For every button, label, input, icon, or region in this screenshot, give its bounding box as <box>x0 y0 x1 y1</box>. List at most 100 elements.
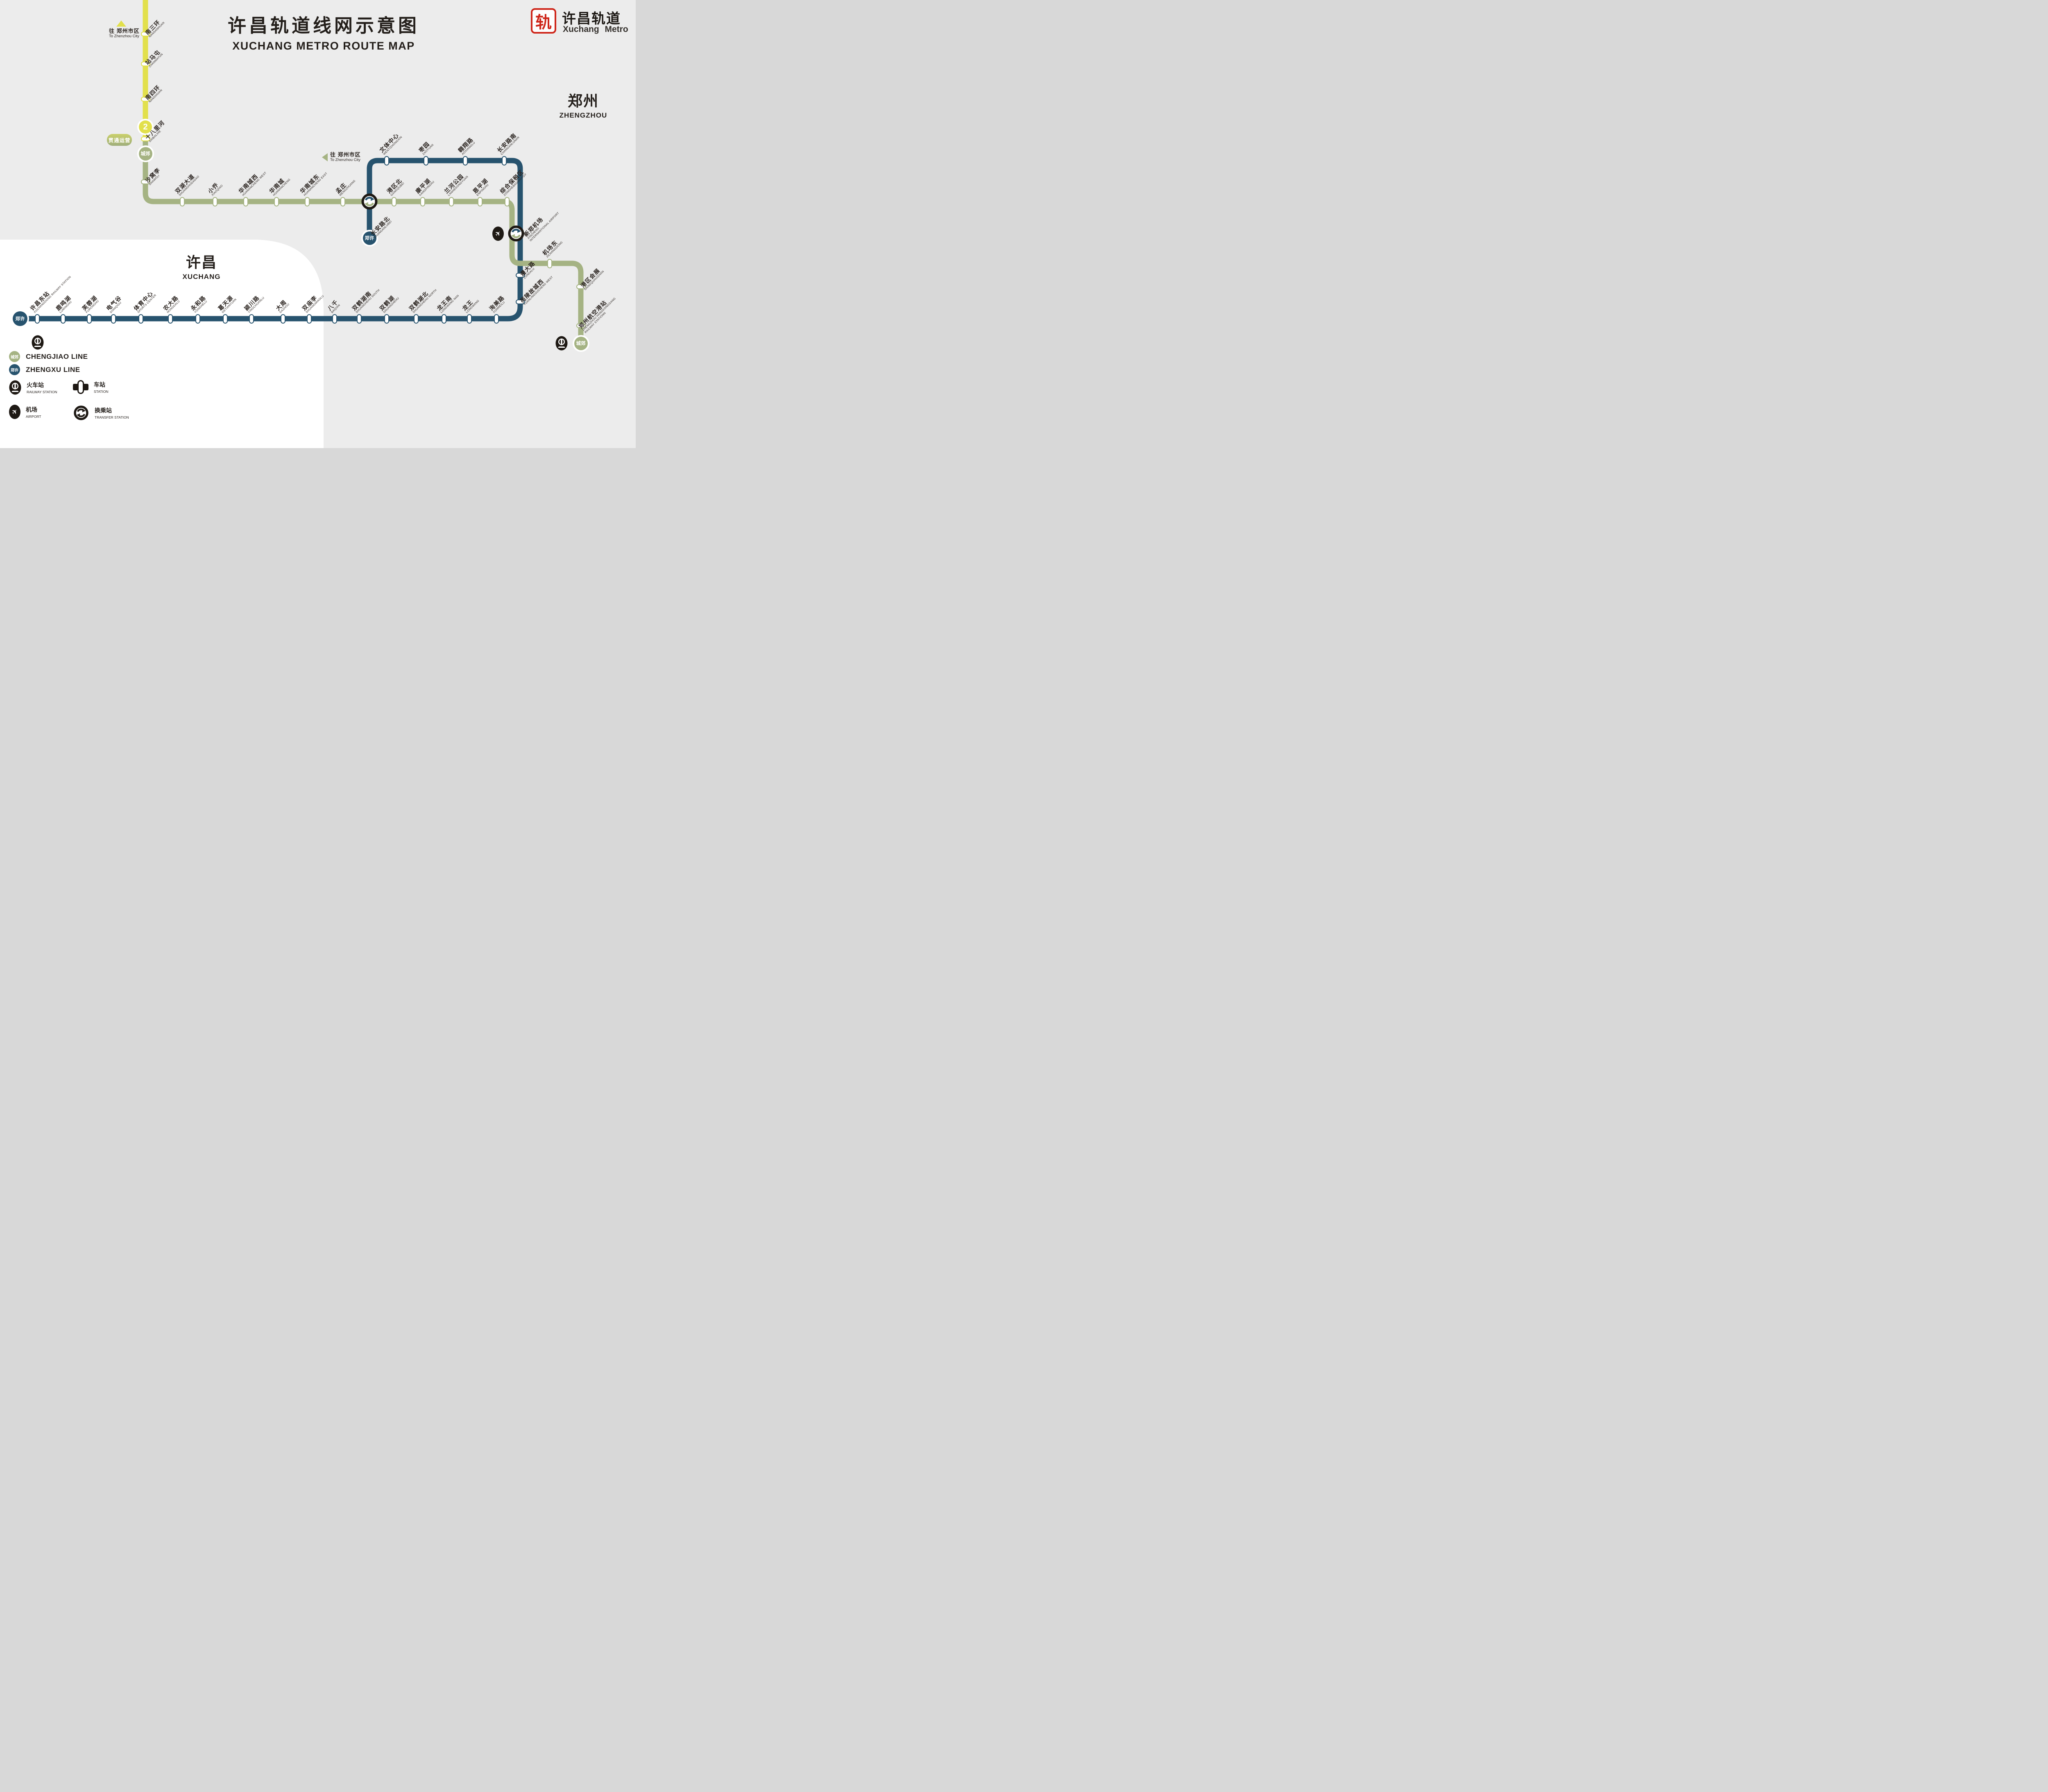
station-tick-zhengzhou-hangkonggang[interactable] <box>576 323 586 328</box>
station-tick-nongdalu[interactable] <box>168 314 173 324</box>
transfer-station-icon <box>73 405 89 421</box>
station-tick-huanancheng-east[interactable] <box>305 197 310 206</box>
station-tick-wentizhongxin[interactable] <box>384 156 389 165</box>
airport-icon: ✈ <box>9 405 20 419</box>
direction-zh: 往 郑州市区 <box>330 152 361 158</box>
city-en: XUCHANG <box>182 273 221 281</box>
station-tick-gangqubei[interactable] <box>392 197 396 206</box>
station-tick-furonghu[interactable] <box>87 314 92 324</box>
station-tick-jichangdong[interactable] <box>547 258 552 268</box>
xuchang-white-region <box>0 240 324 448</box>
legend-item-en: RAILWAY STATION <box>27 390 57 394</box>
transfer-station-icon-changanlubei[interactable] <box>360 193 378 211</box>
line-badge-郑许[interactable]: 郑许 <box>362 231 376 245</box>
station-tick-aoxianglu[interactable] <box>463 156 468 165</box>
transfer-station-icon-xinzheng-airport[interactable] <box>507 224 525 242</box>
station-tick-nansihuan[interactable] <box>140 97 150 102</box>
line-badge-text: 郑许 <box>365 236 374 241</box>
line-badge-2[interactable]: 2 <box>139 120 152 134</box>
station-tick-yingchuanlu[interactable] <box>249 314 254 324</box>
title-zh: 许昌轨道线网示意图 <box>227 15 419 36</box>
station-tick-huanancheng[interactable] <box>274 197 279 206</box>
station-tick-changanlunan[interactable] <box>502 156 507 165</box>
title-en: XUCHANG METRO ROUTE MAP <box>232 40 415 52</box>
line-badge-text: 郑许 <box>15 317 25 322</box>
city-label-zhengzhou: 郑州 ZHENGZHOU <box>546 89 620 120</box>
station-tick-sports-center[interactable] <box>138 314 143 324</box>
station-tick-zonghebaoshuiqu[interactable] <box>505 197 510 206</box>
arrow-left-icon <box>322 153 328 161</box>
station-tick-yuanlinggucheng-west[interactable] <box>515 299 525 304</box>
station-tick-xuchangdong-railway-station[interactable] <box>35 314 40 324</box>
station-tick-longwang-nan[interactable] <box>442 314 446 324</box>
railway-station-icon <box>32 335 44 350</box>
station-tick-dianqigu[interactable] <box>111 314 116 324</box>
station-tick-longwang[interactable] <box>467 314 472 324</box>
line-badge-郑许[interactable]: 郑许 <box>13 311 27 326</box>
city-zh: 郑州 <box>567 93 599 109</box>
seal-glyph: 轨 <box>535 14 552 32</box>
legend-item-text: 车站 STATION <box>94 381 109 394</box>
direction-note-mid: 往 郑州市区 To Zhenzhou City <box>330 152 361 163</box>
station-tick-shuanghehu[interactable] <box>384 314 389 324</box>
station-tick-shuanghehu-north[interactable] <box>414 314 419 324</box>
logo-name-zh: 许昌轨道 <box>562 11 621 27</box>
station-tick-xiaoqiao[interactable] <box>213 197 217 206</box>
legend-line-name: ZHENGXU LINE <box>26 365 80 374</box>
legend-item-station: 车站 STATION <box>73 380 109 394</box>
station-tick-nansanhuan[interactable] <box>140 32 150 36</box>
station-tick-mengzhuang[interactable] <box>340 197 345 206</box>
line-badge-text: 2 <box>143 122 148 131</box>
legend-item-zh: 车站 <box>94 381 105 388</box>
station-tick-luminghu[interactable] <box>61 314 66 324</box>
legend-line-badge: 郑许 <box>9 364 20 375</box>
station-tick-xunmeilu[interactable] <box>494 314 499 324</box>
station-tick-kangpinghu[interactable] <box>420 197 425 206</box>
legend-item-en: STATION <box>94 390 109 394</box>
legend-item-zh: 火车站 <box>27 382 44 388</box>
station-tick-gangquhuizhan[interactable] <box>576 284 586 289</box>
station-tick-shuangmiaolu[interactable] <box>307 314 312 324</box>
station-tick-getianyuan[interactable] <box>223 314 228 324</box>
line-badge-城郊[interactable]: 城郊 <box>574 336 588 350</box>
legend-item-en: AIRPORT <box>26 414 41 419</box>
legend-item-railway: 火车站 RAILWAY STATION <box>9 380 57 395</box>
legend-line-chengjiao-line: 城郊 CHENGJIAO LINE <box>9 351 88 362</box>
station-tick-huanancheng-west[interactable] <box>243 197 248 206</box>
station-tick-zhanmatun[interactable] <box>140 61 150 66</box>
station-tick-baqian[interactable] <box>332 314 337 324</box>
station-tick-shuanghudadao[interactable] <box>180 197 185 206</box>
station-tick-zaoyuan[interactable] <box>424 156 428 165</box>
direction-zh: 往 郑州市区 <box>109 28 140 34</box>
station-tick-shuanghehu-south[interactable] <box>357 314 362 324</box>
station-tick-enpinghu[interactable] <box>478 197 483 206</box>
railway-station-icon <box>555 336 568 351</box>
station-tick-yonghelu[interactable] <box>195 314 200 324</box>
station-tick-shawoli[interactable] <box>140 179 150 184</box>
station-sample-icon <box>73 380 88 394</box>
station-tick-dazhou[interactable] <box>281 314 285 324</box>
station-tick-zundalu[interactable] <box>515 273 525 278</box>
city-label-xuchang: 许昌 XUCHANG <box>165 251 238 281</box>
legend-item-zh: 换乘站 <box>95 407 112 414</box>
direction-en: To Zhenzhou City <box>330 157 360 162</box>
legend-item-zh: 机场 <box>26 406 37 413</box>
line-badge-text: 城郊 <box>140 152 150 156</box>
station-tick-lanhegongyuan[interactable] <box>449 197 454 206</box>
direction-note-top: 往 郑州市区 To Zhenzhou City <box>109 28 140 39</box>
line-badge-城郊[interactable]: 城郊 <box>138 147 152 161</box>
zhengxu-line-path <box>20 158 523 322</box>
legend-line-badge: 城郊 <box>9 351 20 362</box>
legend-line-name: CHENGJIAO LINE <box>26 352 88 360</box>
sample-tick <box>77 380 84 394</box>
station-tick-shibalihe[interactable] <box>140 136 150 141</box>
logo-name-en: Xuchang Metro <box>563 25 628 34</box>
metro-map-canvas: 许昌轨道线网示意图 XUCHANG METRO ROUTE MAP 轨 许昌轨道… <box>0 0 636 448</box>
legend-item-text: 火车站 RAILWAY STATION <box>27 381 57 394</box>
railway-station-icon <box>9 380 21 395</box>
arrow-up-icon <box>116 20 126 27</box>
xuchang-metro-seal-logo: 轨 <box>531 8 556 34</box>
